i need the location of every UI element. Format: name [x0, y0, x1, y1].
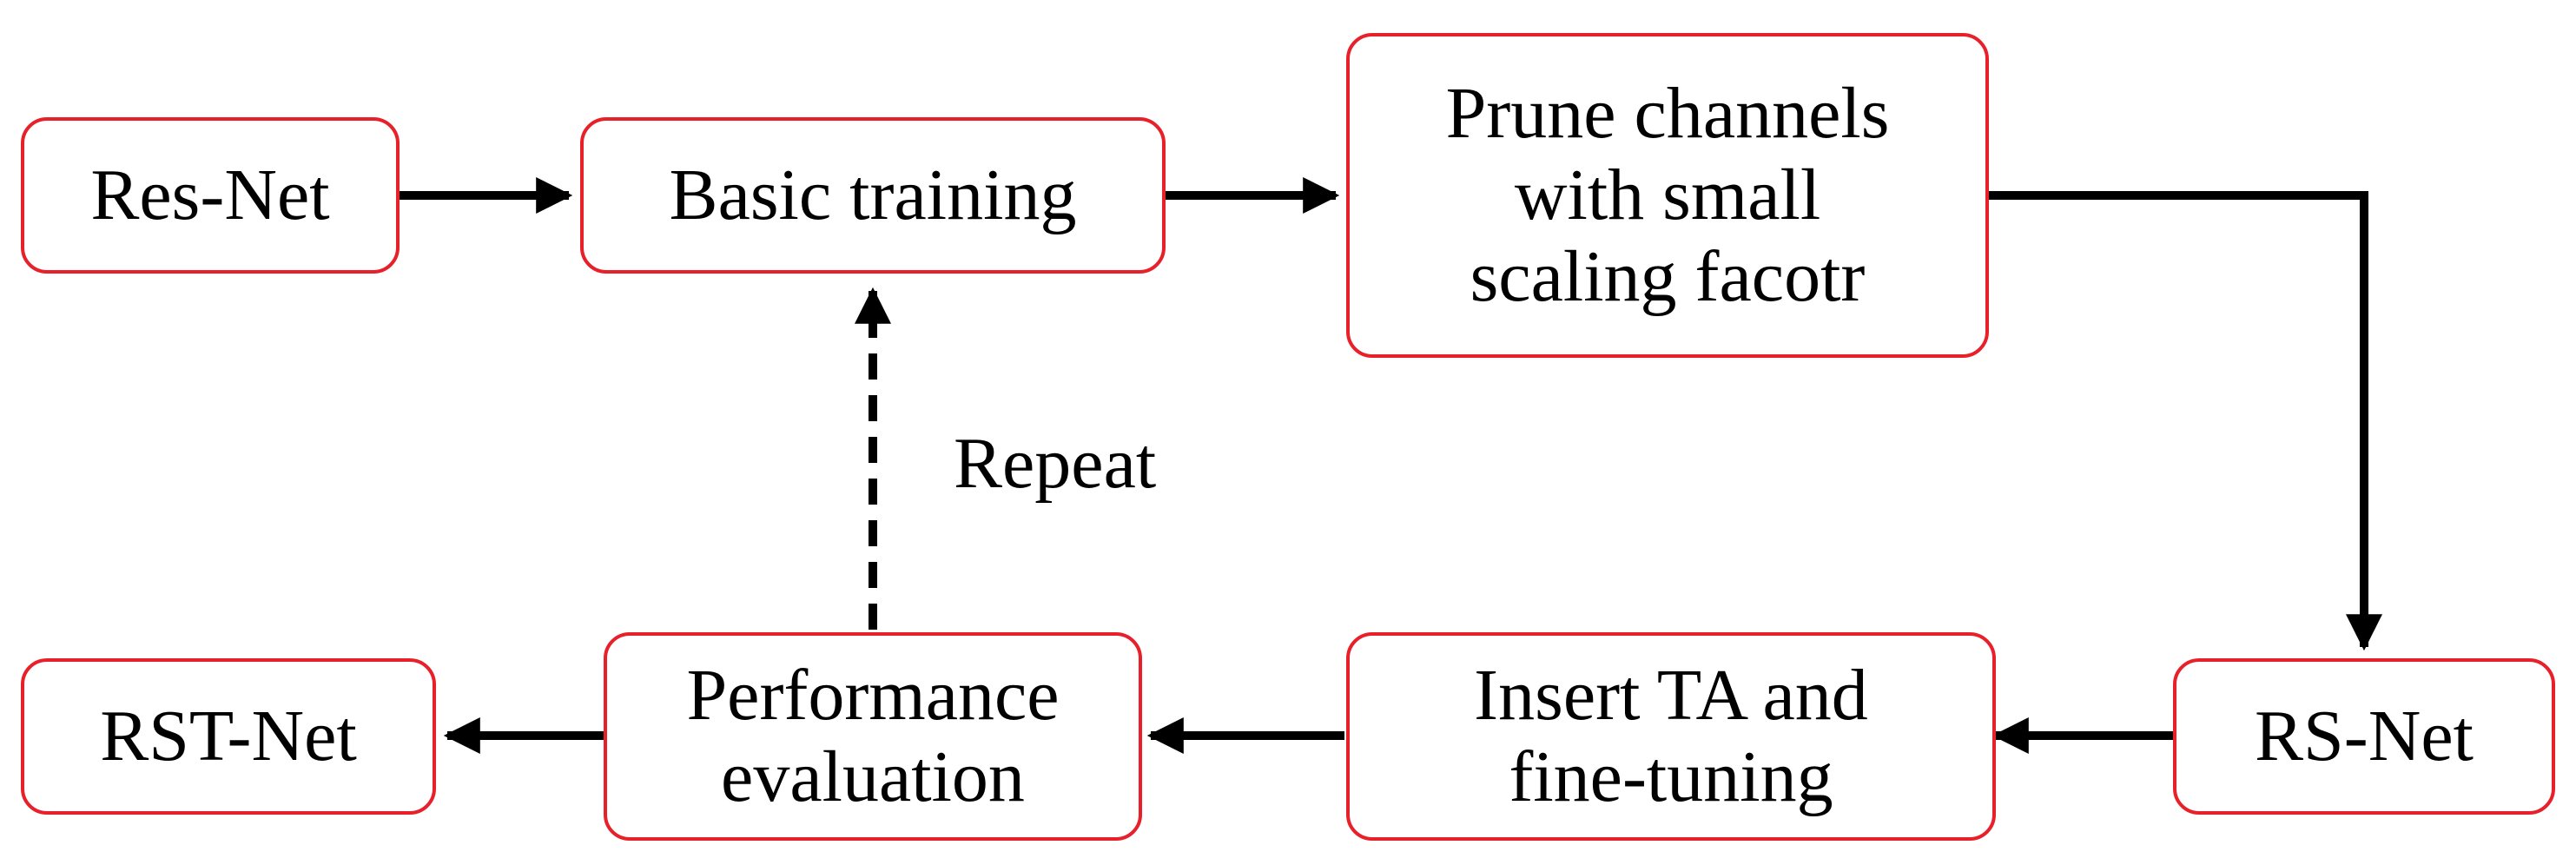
- node-res-net: Res-Net: [21, 117, 400, 274]
- node-rst-net-label: RST-Net: [100, 695, 357, 776]
- node-performance-line-1: Performance: [686, 654, 1060, 736]
- node-prune-line-1: Prune channels: [1445, 72, 1890, 154]
- node-prune-line-2: with small: [1514, 154, 1821, 235]
- node-basic-training: Basic training: [580, 117, 1166, 274]
- repeat-label: Repeat: [954, 423, 1157, 504]
- node-rs-net-label: RS-Net: [2255, 695, 2474, 776]
- node-performance-line-2: evaluation: [721, 736, 1025, 817]
- arrow-prune-to-rsnet: [1989, 191, 2382, 651]
- node-res-net-label: Res-Net: [90, 154, 330, 235]
- node-rst-net: RST-Net: [21, 658, 436, 815]
- node-prune-line-3: scaling facotr: [1470, 236, 1866, 318]
- node-rs-net: RS-Net: [2173, 658, 2555, 815]
- node-performance-evaluation: Performance evaluation: [604, 632, 1142, 841]
- node-insert-ta-line-1: Insert TA and: [1474, 654, 1868, 736]
- node-insert-ta-line-2: fine-tuning: [1509, 736, 1833, 817]
- node-basic-training-label: Basic training: [669, 154, 1077, 235]
- node-prune-channels: Prune channels with small scaling facotr: [1346, 33, 1989, 358]
- node-insert-ta: Insert TA and fine-tuning: [1346, 632, 1996, 841]
